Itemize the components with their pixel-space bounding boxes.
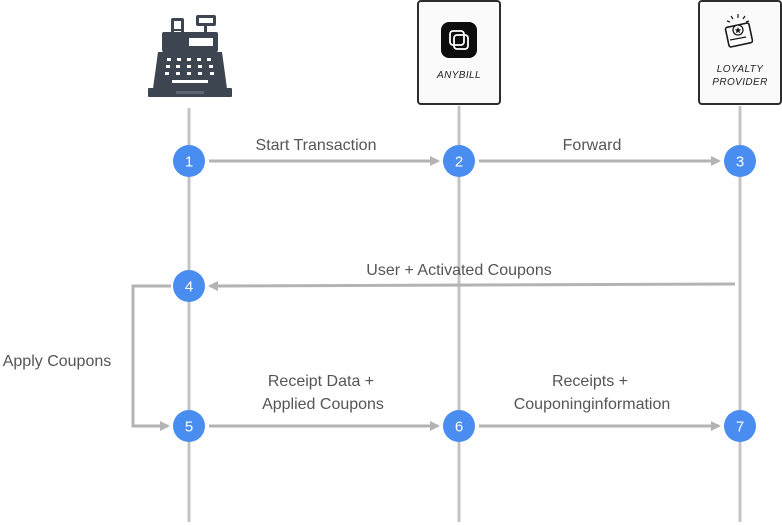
loyalty-caption-line1: LOYALTY (717, 64, 764, 75)
step-5-number: 5 (185, 419, 193, 436)
anybill-node: ANYBILL (417, 0, 501, 105)
step-2: 2 (443, 145, 475, 177)
step-3: 3 (724, 145, 756, 177)
step-2-number: 2 (455, 154, 463, 171)
loyalty-card-icon (724, 14, 754, 48)
step-6: 6 (443, 410, 475, 442)
label-receipt-data-line2: Applied Coupons (262, 396, 384, 413)
step-1: 1 (173, 145, 205, 177)
step-4: 4 (173, 270, 205, 302)
anybill-logo-icon (441, 22, 477, 58)
label-receipt-data-line1: Receipt Data + (268, 373, 374, 390)
loyalty-caption-line2: PROVIDER (712, 77, 767, 88)
label-receipts-line2: Couponinginformation (514, 396, 671, 413)
step-5: 5 (173, 410, 205, 442)
step-6-number: 6 (455, 419, 463, 436)
arrow-apply-coupons (131, 284, 171, 431)
label-apply-coupons: Apply Coupons (3, 353, 112, 370)
step-1-number: 1 (185, 154, 193, 171)
loyalty-provider-node: LOYALTY PROVIDER (698, 0, 782, 105)
label-start-transaction: Start Transaction (256, 137, 377, 154)
step-7-number: 7 (736, 419, 744, 436)
step-4-number: 4 (185, 279, 193, 296)
label-user-coupons: User + Activated Coupons (366, 262, 551, 279)
arrow-user-coupons (208, 280, 736, 291)
label-forward: Forward (563, 137, 622, 154)
step-7: 7 (724, 410, 756, 442)
anybill-caption: ANYBILL (436, 70, 481, 81)
step-3-number: 3 (736, 154, 744, 171)
label-receipts-line1: Receipts + (552, 373, 628, 390)
cash-register-icon (148, 15, 232, 97)
